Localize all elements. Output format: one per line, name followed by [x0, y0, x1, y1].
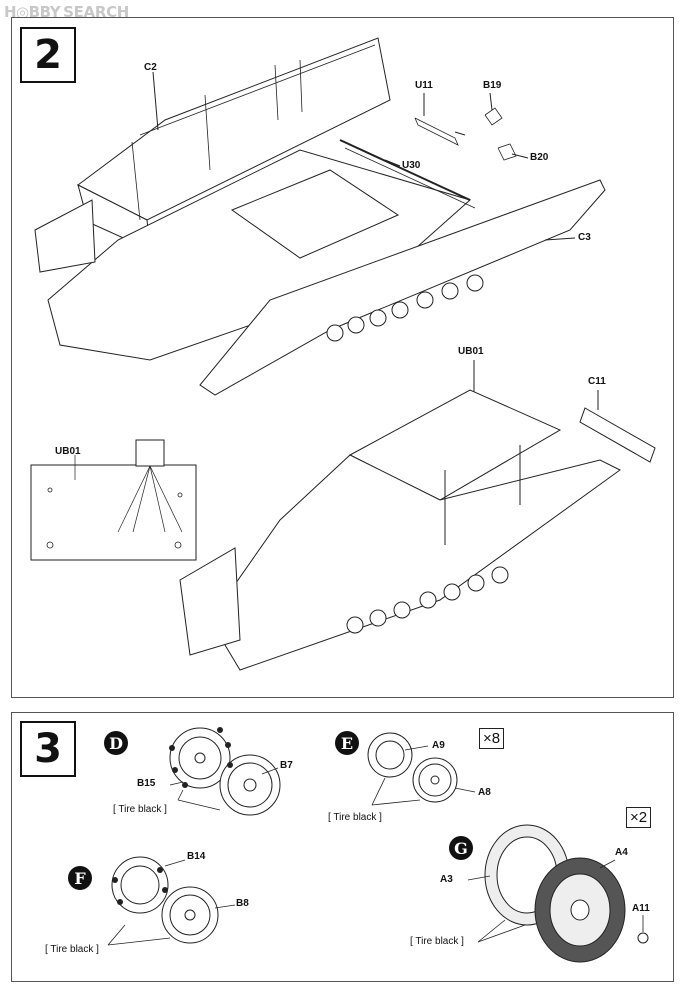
label-a4: A4 [615, 847, 628, 858]
group-f-idlers [111, 856, 219, 944]
part-c3-side-panel [199, 179, 606, 396]
label-a11: A11 [632, 903, 650, 914]
step-2-number: 2 [20, 27, 76, 83]
group-d-sprockets [169, 727, 281, 816]
watermark-text: SEARCH [63, 3, 130, 21]
hobby-search-watermark: H◎BBY SEARCH [4, 2, 129, 22]
group-g-note: [ Tire black ] [410, 936, 464, 947]
watermark-logo: H◎BBY [4, 3, 61, 21]
group-e-multiplier: ×8 [479, 728, 505, 749]
label-a8: A8 [478, 787, 491, 798]
group-f-note: [ Tire black ] [45, 944, 99, 955]
label-ub01-upper: UB01 [458, 346, 484, 357]
label-b8: B8 [236, 898, 249, 909]
label-c11: C11 [588, 376, 606, 387]
label-b20: B20 [530, 152, 549, 163]
label-c2: C2 [144, 62, 157, 73]
upper-front-plate [34, 199, 96, 273]
step-3-number: 3 [20, 721, 76, 777]
label-b15: B15 [137, 778, 156, 789]
label-b7: B7 [280, 760, 293, 771]
group-f-marker: F [68, 866, 92, 890]
label-c3: C3 [578, 232, 591, 243]
label-u11: U11 [415, 80, 433, 91]
part-c11-bracket [579, 407, 656, 463]
group-e-wheels [367, 732, 458, 803]
group-g-road-wheels [484, 824, 649, 963]
label-a3: A3 [440, 874, 453, 885]
lower-front-plate [179, 547, 241, 656]
ub01-detail-plate [30, 439, 197, 561]
label-a9: A9 [432, 740, 445, 751]
label-ub01-detail: UB01 [55, 446, 81, 457]
group-d-note: [ Tire black ] [113, 804, 167, 815]
group-g-marker: G [449, 836, 473, 860]
group-g-multiplier: ×2 [626, 807, 652, 828]
group-e-marker: E [335, 731, 359, 755]
group-d-marker: D [104, 731, 128, 755]
label-b14: B14 [187, 851, 206, 862]
label-b19: B19 [483, 80, 502, 91]
group-e-note: [ Tire black ] [328, 812, 382, 823]
lower-hull-body [209, 454, 621, 671]
floor-plate-upper [230, 169, 400, 259]
label-u30: U30 [402, 160, 421, 171]
